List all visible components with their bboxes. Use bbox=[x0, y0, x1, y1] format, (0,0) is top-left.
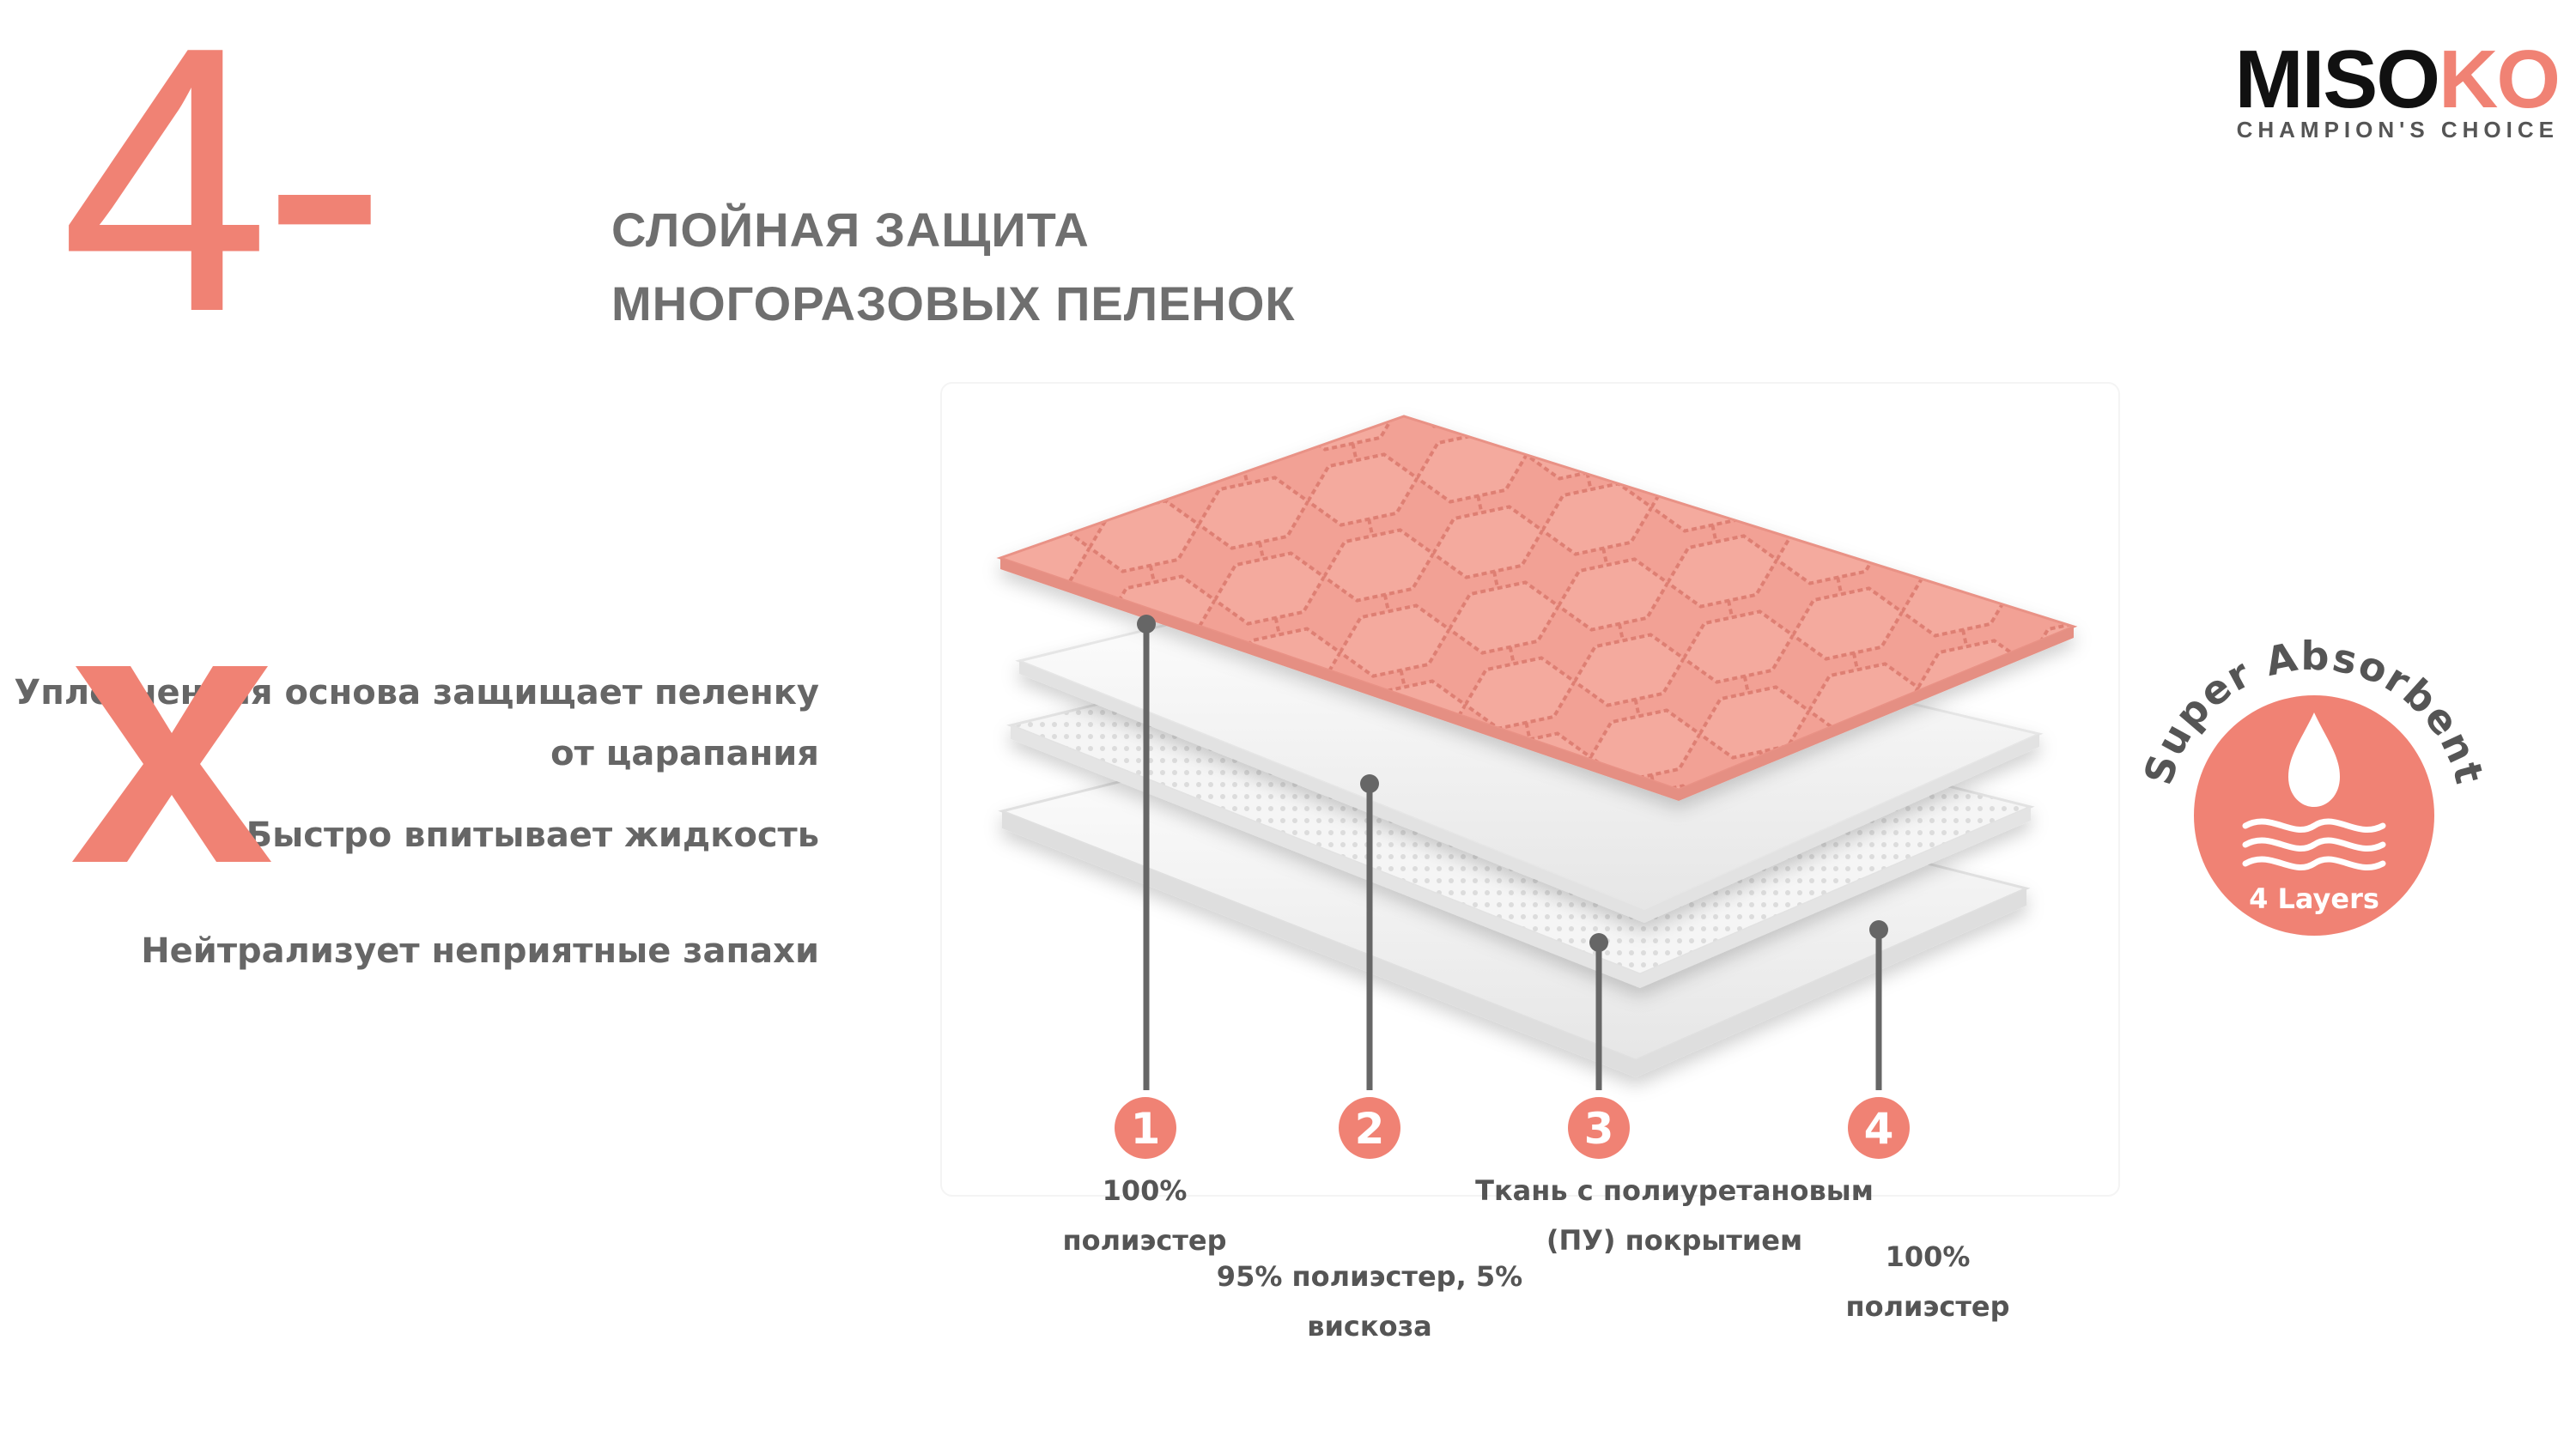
logo-name-accent: KO bbox=[2439, 33, 2561, 125]
layer-1-label-line-1: 100% bbox=[1102, 1174, 1188, 1207]
logo-tagline: CHAMPION'S CHOICE bbox=[2236, 117, 2559, 142]
layer-4-label: 100% полиэстер bbox=[1799, 1232, 2057, 1331]
layer-2-label-line-1: 95% полиэстер, 5% bbox=[1216, 1260, 1523, 1293]
layer-3-label-line-1: Ткань с полиуретановым bbox=[1475, 1174, 1874, 1207]
layer-1-sheet bbox=[996, 415, 2078, 801]
wave-layers-icon bbox=[2242, 818, 2386, 870]
layer-2-pointer bbox=[1360, 774, 1379, 1090]
page-title: СЛОЙНАЯ ЗАЩИТА МНОГОРАЗОВЫХ ПЕЛЕНОК bbox=[611, 193, 1470, 341]
x-mark-icon bbox=[72, 666, 271, 862]
feature-line-2: от царапания bbox=[550, 734, 819, 773]
badge-inner-text: 4 Layers bbox=[2249, 882, 2379, 915]
layer-number-3: 3 bbox=[1568, 1097, 1630, 1159]
layers-illustration bbox=[996, 415, 2078, 1090]
title-line-1: СЛОЙНАЯ ЗАЩИТА bbox=[611, 203, 1090, 257]
layer-2-label: 95% полиэстер, 5% вискоза bbox=[1198, 1252, 1541, 1351]
brand-logo: MISOKO bbox=[2224, 33, 2561, 127]
layer-4-label-line-2: полиэстер bbox=[1845, 1290, 2010, 1323]
layer-3-label-line-2: (ПУ) покрытием bbox=[1546, 1224, 1803, 1257]
layer-1-label: 100% полиэстер bbox=[1016, 1166, 1273, 1265]
layer-number-1: 1 bbox=[1115, 1097, 1176, 1159]
title-line-2: МНОГОРАЗОВЫХ ПЕЛЕНОК bbox=[611, 276, 1296, 330]
super-absorbent-badge: Super Absorbent 4 Layers bbox=[2135, 635, 2492, 936]
layer-number-4: 4 bbox=[1848, 1097, 1910, 1159]
badge-circle bbox=[2194, 695, 2434, 936]
layer-4-pointer bbox=[1869, 920, 1888, 1090]
water-drop-icon bbox=[2288, 712, 2340, 807]
layer-number-2: 2 bbox=[1339, 1097, 1400, 1159]
layer-4-label-line-1: 100% bbox=[1885, 1240, 1971, 1273]
layer-3-label: Ткань с полиуретановым (ПУ) покрытием bbox=[1460, 1166, 1889, 1265]
logo-name-main: MISO bbox=[2234, 33, 2440, 125]
layer-2-label-line-2: вискоза bbox=[1307, 1310, 1432, 1343]
slide-number: 4- bbox=[60, 0, 387, 391]
layer-1-label-line-2: полиэстер bbox=[1062, 1224, 1227, 1257]
layer-3-pointer bbox=[1589, 933, 1608, 1090]
feature-line-4: Нейтрализует неприятные запахи bbox=[141, 931, 819, 971]
layer-1-pointer bbox=[1137, 615, 1156, 1090]
feature-line-3: Быстро впитывает жидкость bbox=[246, 815, 819, 855]
